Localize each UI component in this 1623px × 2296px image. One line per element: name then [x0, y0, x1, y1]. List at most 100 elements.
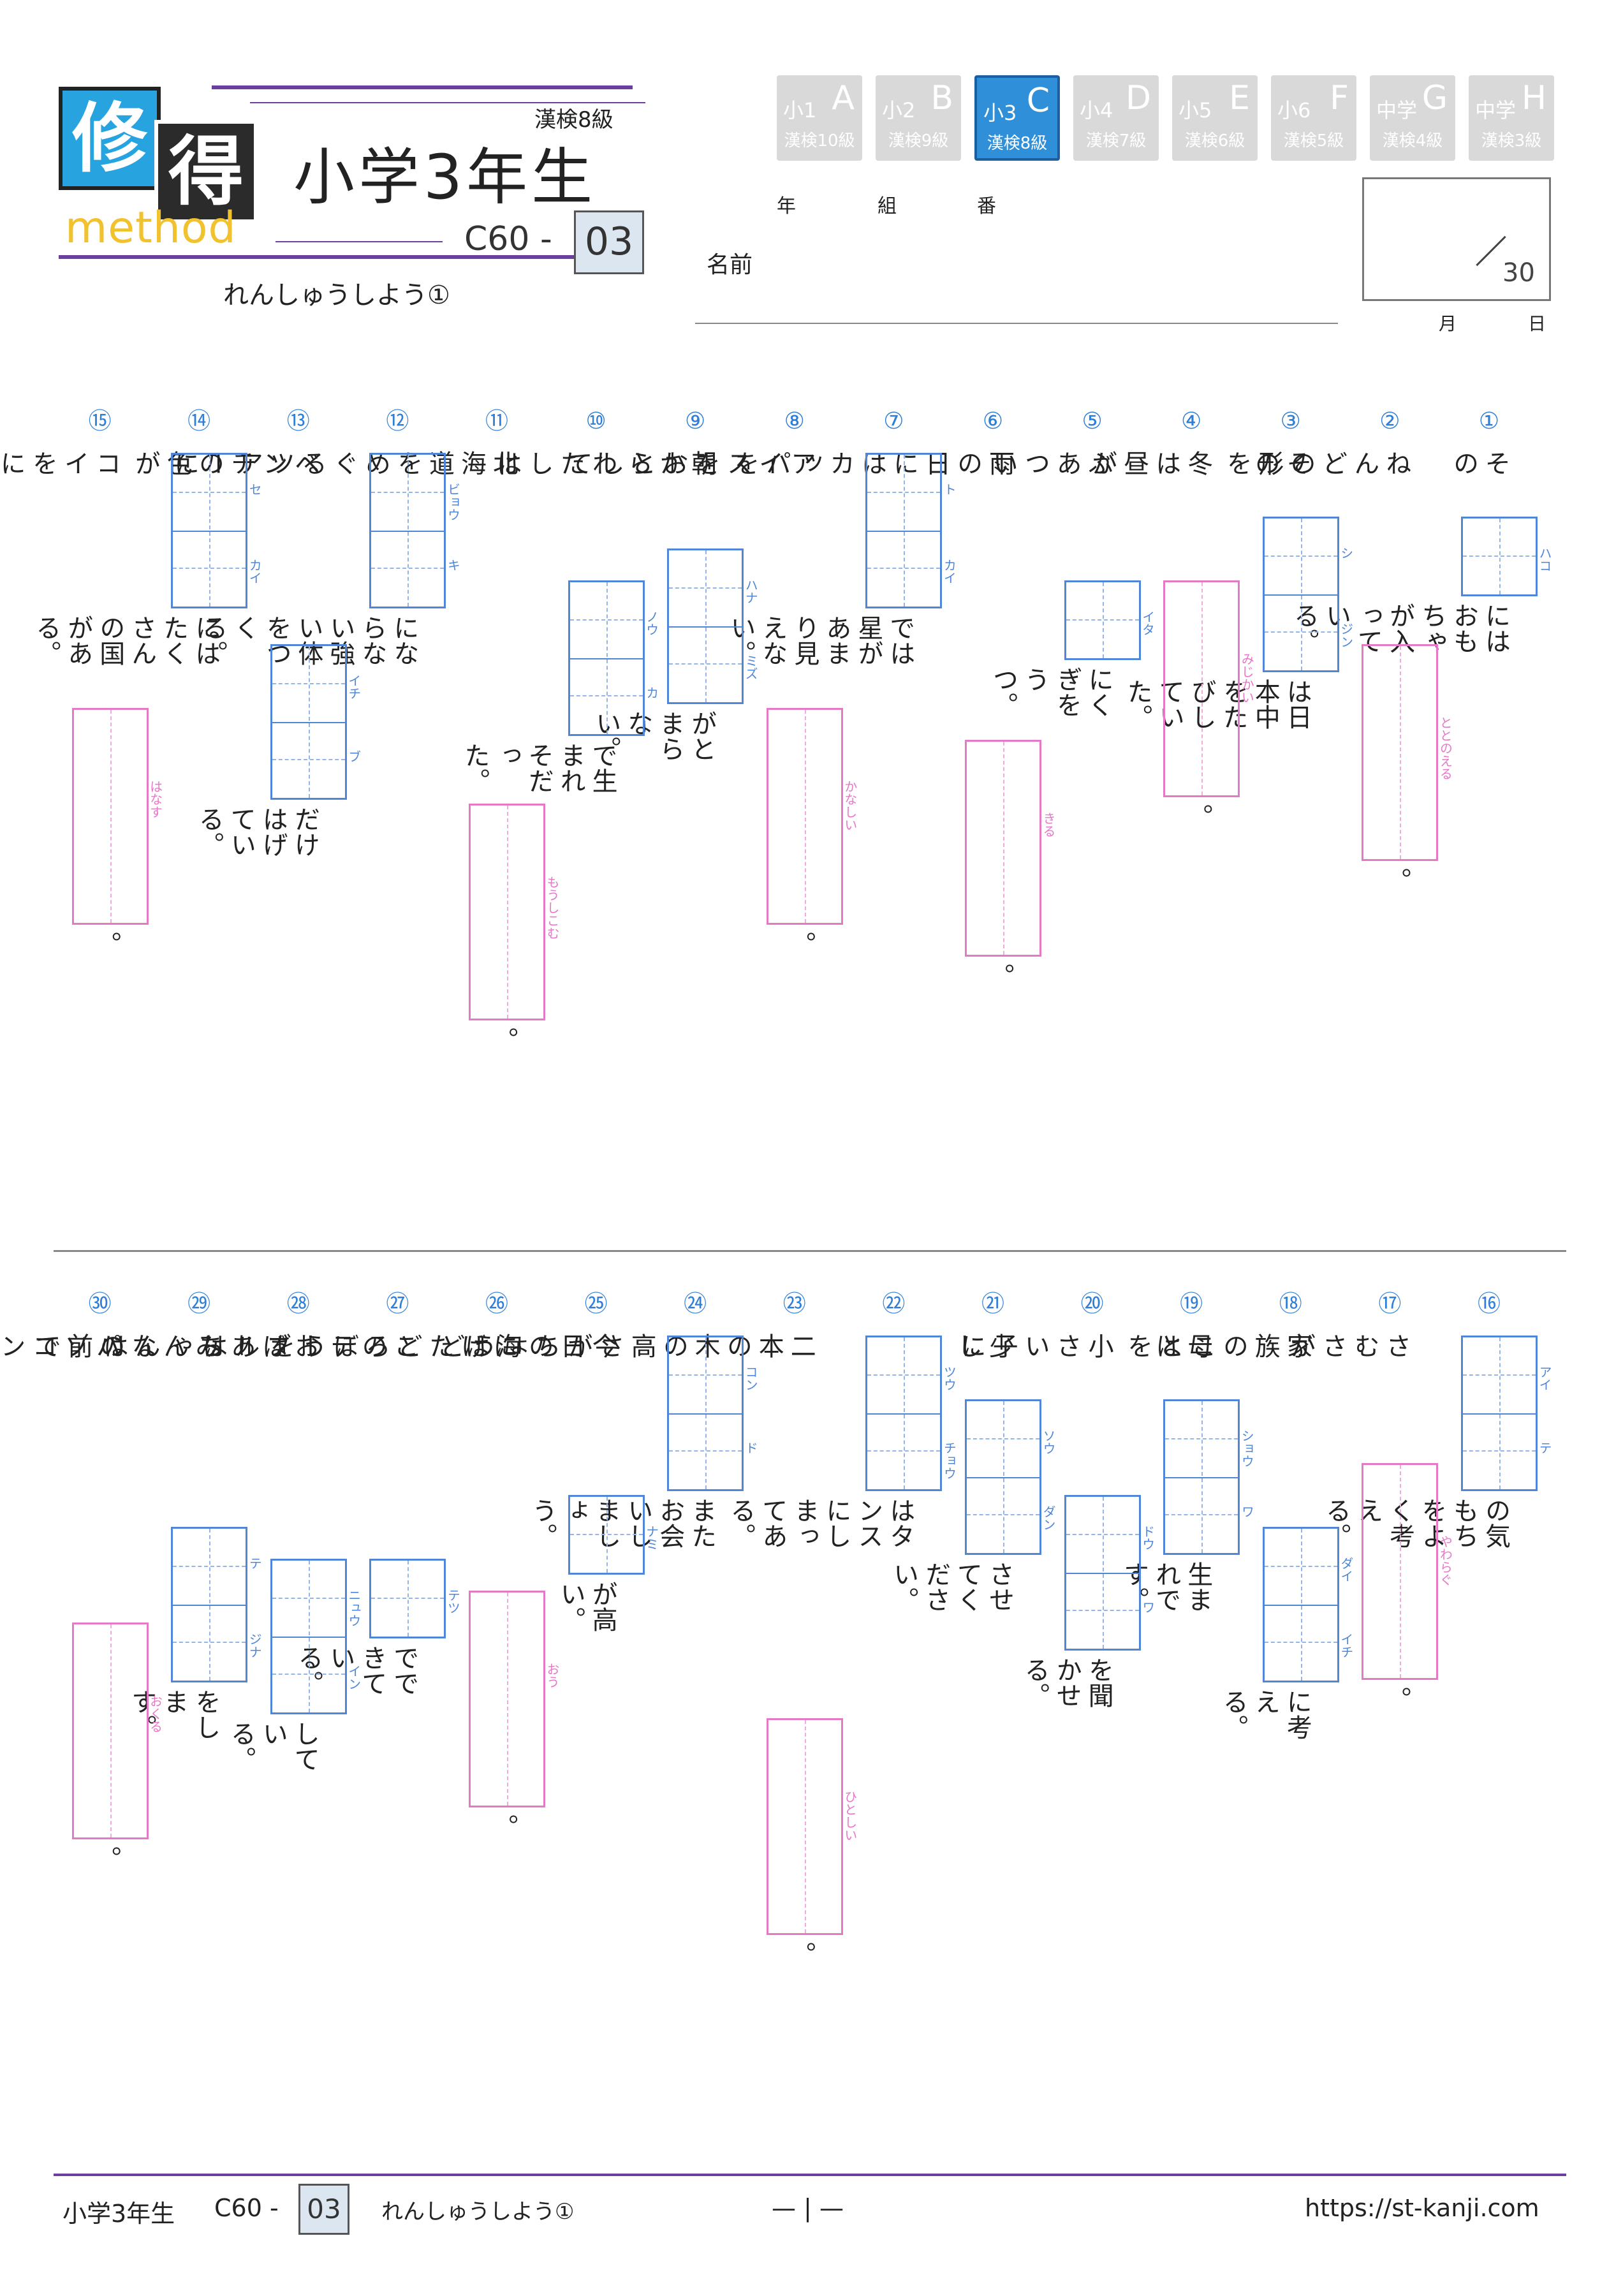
- kanji-answer-box[interactable]: ショウワ: [1163, 1399, 1254, 1555]
- guide-line: [1264, 1642, 1337, 1643]
- kanji-answer-box[interactable]: ハコ: [1461, 517, 1552, 596]
- hiragana-answer-box[interactable]: もうしこむ: [469, 804, 560, 1020]
- footer-rule: [54, 2174, 1566, 2176]
- hiragana-answer-box[interactable]: きる: [965, 740, 1056, 957]
- kanji-answer-box[interactable]: ダイイチ: [1262, 1527, 1354, 1682]
- footer-url[interactable]: https://st-kanji.com: [1305, 2194, 1539, 2222]
- guide-line: [867, 1450, 941, 1452]
- kanji-answer-box[interactable]: ノウカ: [568, 580, 659, 736]
- question-text: にはたくさんの国がある。: [31, 615, 221, 666]
- tab-letter: E: [1229, 79, 1250, 117]
- guide-line: [1264, 1566, 1337, 1567]
- reading-label: やわらぐ: [1437, 1535, 1453, 1586]
- tab-kanken: 漢検6級: [1184, 131, 1245, 151]
- question-number: ㉒: [882, 1291, 906, 1317]
- hiragana-answer-box[interactable]: おう: [469, 1591, 560, 1807]
- question-number: ①: [1478, 408, 1500, 434]
- question-text: 。: [1381, 1686, 1411, 1712]
- reading-label: ト: [941, 483, 957, 496]
- tab-letter: G: [1421, 79, 1448, 117]
- question-text: に考える。: [1218, 1689, 1312, 1740]
- question-number: ㉕: [584, 1291, 608, 1317]
- question-number: ⑧: [784, 408, 805, 434]
- hiragana-answer-box[interactable]: かなしい: [766, 708, 858, 925]
- kanji-answer-box[interactable]: テツ: [369, 1559, 460, 1638]
- question-text: 母は: [1151, 1333, 1213, 1358]
- footer-code-number: 03: [298, 2184, 349, 2235]
- cell-divider: [173, 1605, 246, 1606]
- kanji-answer-box[interactable]: イチブ: [270, 644, 362, 800]
- question-text: はタンスにしまってある。: [726, 1498, 915, 1549]
- kanji-answer-box[interactable]: シジン: [1262, 517, 1354, 672]
- kanji-answer-box[interactable]: アイテ: [1461, 1336, 1552, 1491]
- hiragana-answer-box[interactable]: やわらぐ: [1362, 1463, 1453, 1680]
- reading-label: ダン: [1041, 1505, 1056, 1531]
- reading-label: ハナ: [743, 578, 759, 604]
- hiragana-answer-box[interactable]: ひとしい: [766, 1718, 858, 1935]
- guide-line: [272, 759, 345, 760]
- cell-divider: [1264, 1605, 1337, 1606]
- reading-label: ワ: [1239, 1505, 1255, 1518]
- guide-line: [569, 1534, 643, 1535]
- question-number: ㉗: [386, 1291, 409, 1317]
- code-prefix: C60 -: [464, 220, 552, 258]
- question-text: 家族のことを: [1122, 1333, 1312, 1358]
- kanji-answer-box[interactable]: ドウワ: [1064, 1495, 1156, 1651]
- cell-divider: [867, 531, 941, 532]
- hiragana-answer-box[interactable]: おくる: [71, 1623, 163, 1839]
- question-number: ③: [1280, 408, 1301, 434]
- hiragana-answer-box[interactable]: みじかい: [1163, 580, 1254, 797]
- cell-divider: [569, 658, 643, 659]
- kanji-answer-box[interactable]: イタ: [1064, 580, 1156, 660]
- hiragana-answer-box[interactable]: ととのえる: [1362, 644, 1453, 861]
- kanji-answer-box[interactable]: セカイ: [171, 453, 262, 608]
- guide-line: [507, 1593, 508, 1806]
- question-text: で生まれそだった。: [460, 742, 617, 793]
- kanji-answer-box[interactable]: テジナ: [171, 1527, 262, 1682]
- tab-letter: F: [1330, 79, 1349, 117]
- guide-line: [569, 619, 643, 621]
- kanji-answer-box[interactable]: ソウダン: [965, 1399, 1056, 1555]
- question-text: 北海道をめぐるツアーに: [170, 450, 518, 476]
- question-number: ⑬: [286, 408, 310, 434]
- question-text: ベンチの色が: [130, 450, 319, 476]
- guide-line: [1066, 1534, 1139, 1535]
- question-text: 。: [1183, 804, 1213, 829]
- name-line[interactable]: [695, 323, 1338, 324]
- question-number: ⑲: [1180, 1291, 1203, 1317]
- question-text: 。: [91, 931, 121, 957]
- question-text: の気もちをよく考える。: [1321, 1498, 1510, 1549]
- question-text: がとまらない。: [591, 710, 717, 762]
- reading-label: イチ: [346, 674, 362, 700]
- question-number: ⑳: [1080, 1291, 1104, 1317]
- tab-label: 小2: [882, 98, 916, 122]
- question-number: ⑰: [1378, 1291, 1402, 1317]
- question-text: わたしは: [492, 450, 617, 476]
- kanji-answer-box[interactable]: ナミ: [568, 1495, 659, 1575]
- reading-label: ツウ: [941, 1365, 957, 1391]
- hiragana-answer-box[interactable]: はなす: [71, 708, 163, 925]
- question-number: ⑪: [485, 408, 508, 434]
- question-number: ⑤: [1082, 408, 1103, 434]
- guide-line: [507, 806, 508, 1019]
- kanji-answer-box[interactable]: ビョウキ: [369, 453, 460, 608]
- score-box[interactable]: [1362, 177, 1551, 301]
- kanji-answer-box[interactable]: コンド: [667, 1336, 758, 1491]
- tab-letter: D: [1125, 79, 1151, 117]
- question-text: 少し: [953, 1333, 1014, 1358]
- kanji-answer-box[interactable]: ハナミズ: [667, 548, 758, 704]
- guide-line: [1400, 646, 1402, 859]
- kanji-answer-box[interactable]: トカイ: [865, 453, 957, 608]
- guide-line: [1400, 1465, 1402, 1678]
- page-number: — | —: [772, 2194, 844, 2222]
- kanji-answer-box[interactable]: ニュウイン: [270, 1559, 362, 1714]
- kanji-answer-box[interactable]: ツウチョウ: [865, 1336, 957, 1491]
